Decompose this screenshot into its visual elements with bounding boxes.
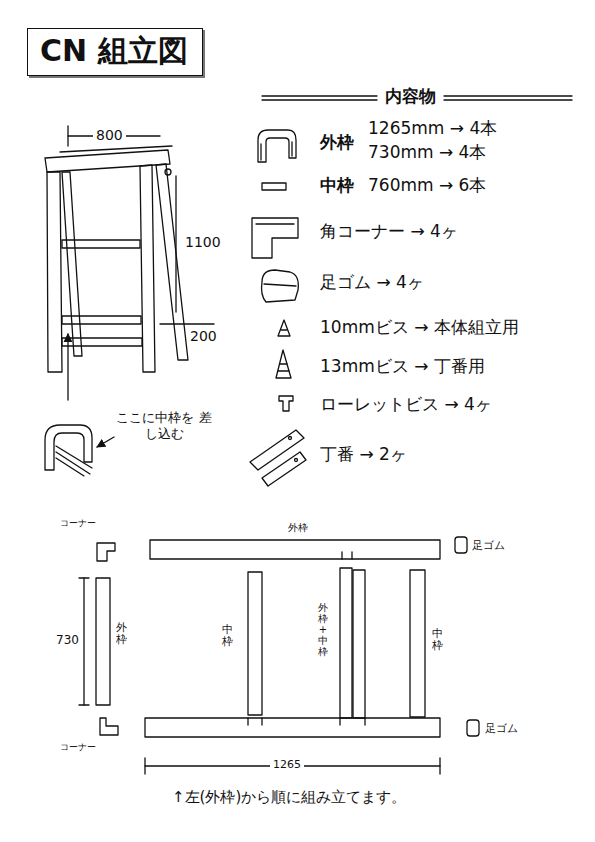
part-label: 中枠 [432, 628, 443, 652]
leader-arrow [97, 437, 114, 447]
part-label: 外枠 [116, 622, 127, 646]
insert-board [56, 458, 84, 476]
outer-frame-board [340, 568, 352, 718]
rear-leg [62, 172, 82, 356]
part-entry: 足ゴム → 4ヶ [320, 272, 424, 293]
insert-board [56, 446, 92, 468]
screw-icon [280, 363, 287, 364]
part-label: 外枠 + 中枠 [318, 602, 328, 657]
part-label: 足ゴム [485, 722, 518, 736]
hinge-icon [262, 452, 306, 486]
inner-frame-board [353, 570, 365, 718]
rubber-foot-icon [264, 284, 296, 286]
leader-arrow [67, 334, 68, 400]
outer-frame-board [96, 578, 110, 705]
screw-icon [281, 329, 287, 330]
part-label: 中枠 [222, 624, 233, 648]
dimension-tick [79, 704, 89, 705]
screw-icon [278, 370, 289, 371]
part-entry: 丁番 → 2ヶ [320, 444, 407, 465]
screw-icon [276, 350, 291, 378]
part-entry: 角コーナー → 4ヶ [320, 221, 458, 242]
title: CN 組立図 [40, 32, 188, 70]
corner-part [100, 718, 118, 735]
hinge-icon [295, 459, 298, 462]
notch-mark [339, 718, 340, 725]
corner-icon [252, 218, 298, 258]
corner-icon [256, 223, 294, 224]
outer-frame-icon [258, 130, 296, 162]
frame-cap-icon [45, 425, 92, 470]
screw-icon [278, 320, 290, 336]
knob [165, 169, 171, 175]
outer-frame-board [145, 718, 440, 737]
notch-mark [364, 718, 365, 725]
dimension-value: 1100 [182, 234, 224, 252]
title-box: CN 組立図 [27, 28, 203, 76]
section-heading: 内容物 [385, 86, 436, 107]
outer-frame-icon [260, 144, 261, 160]
inner-frame-icon [262, 183, 286, 190]
dimension-value: 1265 [270, 758, 304, 772]
rung [62, 316, 141, 324]
notch-mark [351, 552, 352, 559]
front-leg [47, 172, 62, 372]
corner-part [97, 543, 115, 561]
dimension-line [160, 323, 214, 324]
inner-frame-board [248, 572, 262, 715]
part-name: 中枠 [320, 175, 354, 196]
part-entry: 13mmビス → 丁番用 [320, 356, 485, 377]
part-label: 足ゴム [472, 539, 505, 553]
heading-rule [444, 99, 572, 100]
caption: ↑左(外枠)から順に組み立てます。 [172, 788, 406, 807]
knurled-screw-icon [279, 396, 293, 411]
dimension-value: 800 [93, 127, 126, 145]
dimension-value: 730 [56, 633, 79, 648]
dimension-value: 200 [190, 328, 217, 346]
part-label: コーナー [60, 518, 96, 529]
part-name: 外枠 [320, 132, 354, 153]
notch-mark [261, 718, 262, 725]
heading-rule [444, 95, 572, 96]
dimension-line [83, 578, 84, 705]
heading-rule [262, 95, 377, 96]
outer-frame-board [150, 540, 440, 559]
dimension-tick [439, 758, 440, 774]
rung [62, 338, 142, 346]
rubber-foot-icon [262, 270, 299, 302]
outer-frame-icon [291, 142, 292, 156]
inner-frame-board [410, 570, 425, 717]
rear-leg [156, 164, 188, 360]
top-bar [45, 150, 170, 172]
heading-rule [262, 99, 377, 100]
rubber-foot-part [467, 720, 479, 736]
part-entry: 10mmビス → 本体組立用 [320, 317, 519, 338]
notch-mark [247, 718, 248, 725]
notch-mark [341, 552, 342, 559]
part-label: コーナー [60, 742, 96, 753]
top-bar-edge [60, 146, 172, 152]
insert-board [56, 452, 90, 474]
part-label: 外枠 [288, 522, 308, 535]
dimension-line [175, 176, 176, 312]
part-quantity: 730mm → 4本 [368, 142, 486, 163]
part-entry: ローレットビス → 4ヶ [320, 394, 492, 415]
part-quantity: 760mm → 6本 [368, 175, 486, 196]
callout-note: ここに中枠を 差し込む [116, 410, 212, 443]
part-quantity: 1265mm → 4本 [368, 118, 497, 139]
hinge-icon [250, 430, 304, 470]
rubber-foot-part [455, 537, 467, 553]
hinge-icon [289, 437, 292, 440]
rung [62, 240, 140, 248]
